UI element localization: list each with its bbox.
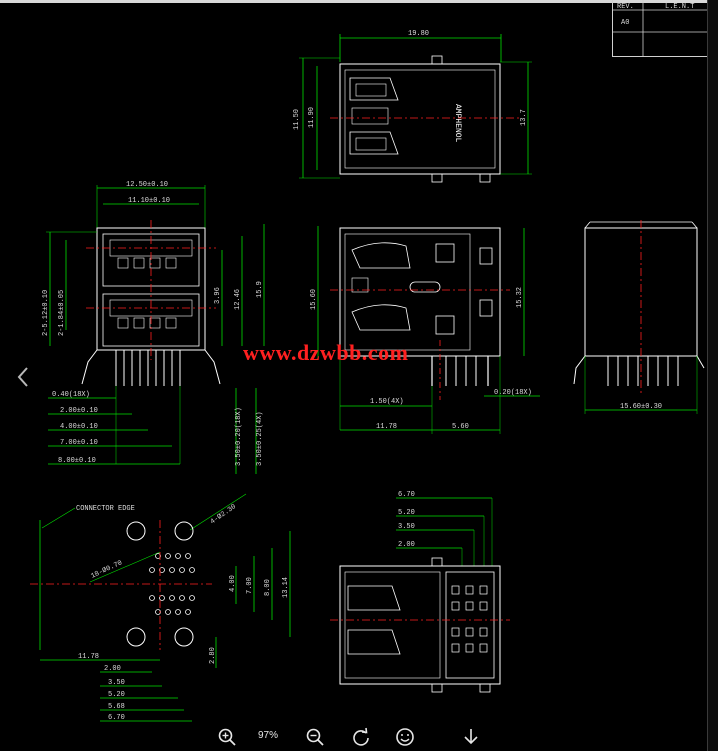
dim-front-v3: 3.96 <box>214 287 222 304</box>
dim-pin-4: 4.00±0.10 <box>60 423 98 431</box>
dim-front-w1: 12.50±0.10 <box>126 181 168 189</box>
dim-side-h: 15.60 <box>310 289 318 310</box>
dim-side-c: 11.78 <box>376 423 397 431</box>
connector-edge-label: CONNECTOR EDGE <box>76 505 135 513</box>
chevron-left-icon <box>17 367 28 387</box>
brand-label: AMPHENOL <box>453 104 462 143</box>
title-block-grid: REV. A0 L.E.N.T <box>613 0 709 56</box>
download-arrow-icon <box>464 729 478 745</box>
title-block: REV. A0 L.E.N.T <box>612 0 710 57</box>
dim-pin-8: 8.00±0.10 <box>58 457 96 465</box>
dim-side-d: 5.60 <box>452 423 469 431</box>
dim-fp-v3: 8.00 <box>264 579 272 596</box>
zoom-out-button[interactable] <box>304 726 326 748</box>
dim-fp-v4: 13.14 <box>282 577 290 598</box>
dim-bottom-3: 3.50 <box>398 523 415 531</box>
dim-pin-width: 0.40(18X) <box>52 391 90 399</box>
dim-fp-v2: 7.00 <box>246 577 254 594</box>
viewer-top-border <box>0 0 718 3</box>
dim-pitch-a: 3.50±0.20(18X) <box>235 407 243 466</box>
dim-front-w2: 11.10±0.10 <box>128 197 170 205</box>
dim-top-h2: 11.90 <box>308 107 316 128</box>
dim-fp-h0: 11.78 <box>78 653 99 661</box>
reset-view-button[interactable] <box>394 726 416 748</box>
watermark-text: www.dzwbb.com <box>243 340 409 365</box>
dim-side-b: 0.20(18X) <box>494 389 532 397</box>
dim-side-a: 1.50(4X) <box>370 398 404 406</box>
download-button[interactable] <box>460 726 482 748</box>
dim-bottom-1: 6.70 <box>398 491 415 499</box>
dim-fp-h5: 6.70 <box>108 714 125 722</box>
title-corner-text: L.E.N.T <box>665 3 694 11</box>
dim-fp-v5: 2.80 <box>209 647 217 664</box>
front-view: 12.50±0.10 11.10±0.10 <box>42 181 265 474</box>
rev-value: A0 <box>621 19 629 27</box>
dim-front-v2: 2-1.84±0.05 <box>58 290 66 336</box>
dim-fp-h3: 5.20 <box>108 691 125 699</box>
side-view: 15.60 15.32 1.50(4X) 0.20(18X) 11.78 5.6… <box>310 226 540 434</box>
bottom-view: 6.70 5.20 3.50 2.00 <box>330 491 510 693</box>
dim-pin-7: 7.00±0.10 <box>60 439 98 447</box>
dim-top-right: 13.7 <box>520 109 528 126</box>
dim-fp-h4: 5.68 <box>108 703 125 711</box>
viewer-toolbar: 97% <box>0 722 708 751</box>
connector-drawing: 19.80 11.50 11.90 13.7 AMPHENOL <box>30 30 705 722</box>
smiley-icon <box>396 728 414 746</box>
dim-fp-hole-a: 4-Ø2.30 <box>209 502 238 526</box>
footprint-view: CONNECTOR EDGE 4-Ø2.30 18-Ø0.70 <box>30 493 291 722</box>
zoom-out-icon <box>306 728 324 746</box>
zoom-in-button[interactable] <box>216 726 238 748</box>
rotate-button[interactable] <box>350 726 372 748</box>
viewer-right-scrollbar[interactable] <box>707 0 718 751</box>
dim-side-r: 15.32 <box>516 287 524 308</box>
dim-bottom-2: 5.20 <box>398 509 415 517</box>
dim-front-v1: 2-5.12±0.10 <box>42 290 50 336</box>
rev-label: REV. <box>617 3 634 11</box>
rotate-icon <box>353 727 369 746</box>
dim-right-width: 15.60±0.30 <box>620 403 662 411</box>
top-view: 19.80 11.50 11.90 13.7 AMPHENOL <box>293 30 532 183</box>
previous-image-button[interactable] <box>12 366 34 396</box>
dim-fp-h2: 3.50 <box>108 679 125 687</box>
dim-fp-v1: 4.00 <box>229 575 237 592</box>
dim-top-width: 19.80 <box>408 30 429 38</box>
dim-front-v4: 12.46 <box>234 289 242 310</box>
right-view: 15.60±0.30 <box>573 220 705 414</box>
dim-pin-2: 2.00±0.10 <box>60 407 98 415</box>
zoom-in-icon <box>218 728 236 746</box>
dim-top-h1: 11.50 <box>293 109 301 130</box>
zoom-level: 97% <box>258 730 279 741</box>
dim-pitch-b: 3.50±0.25(4X) <box>256 411 264 466</box>
dim-front-v5: 15.9 <box>256 281 264 298</box>
dim-fp-h1: 2.00 <box>104 665 121 673</box>
dim-bottom-4: 2.00 <box>398 541 415 549</box>
